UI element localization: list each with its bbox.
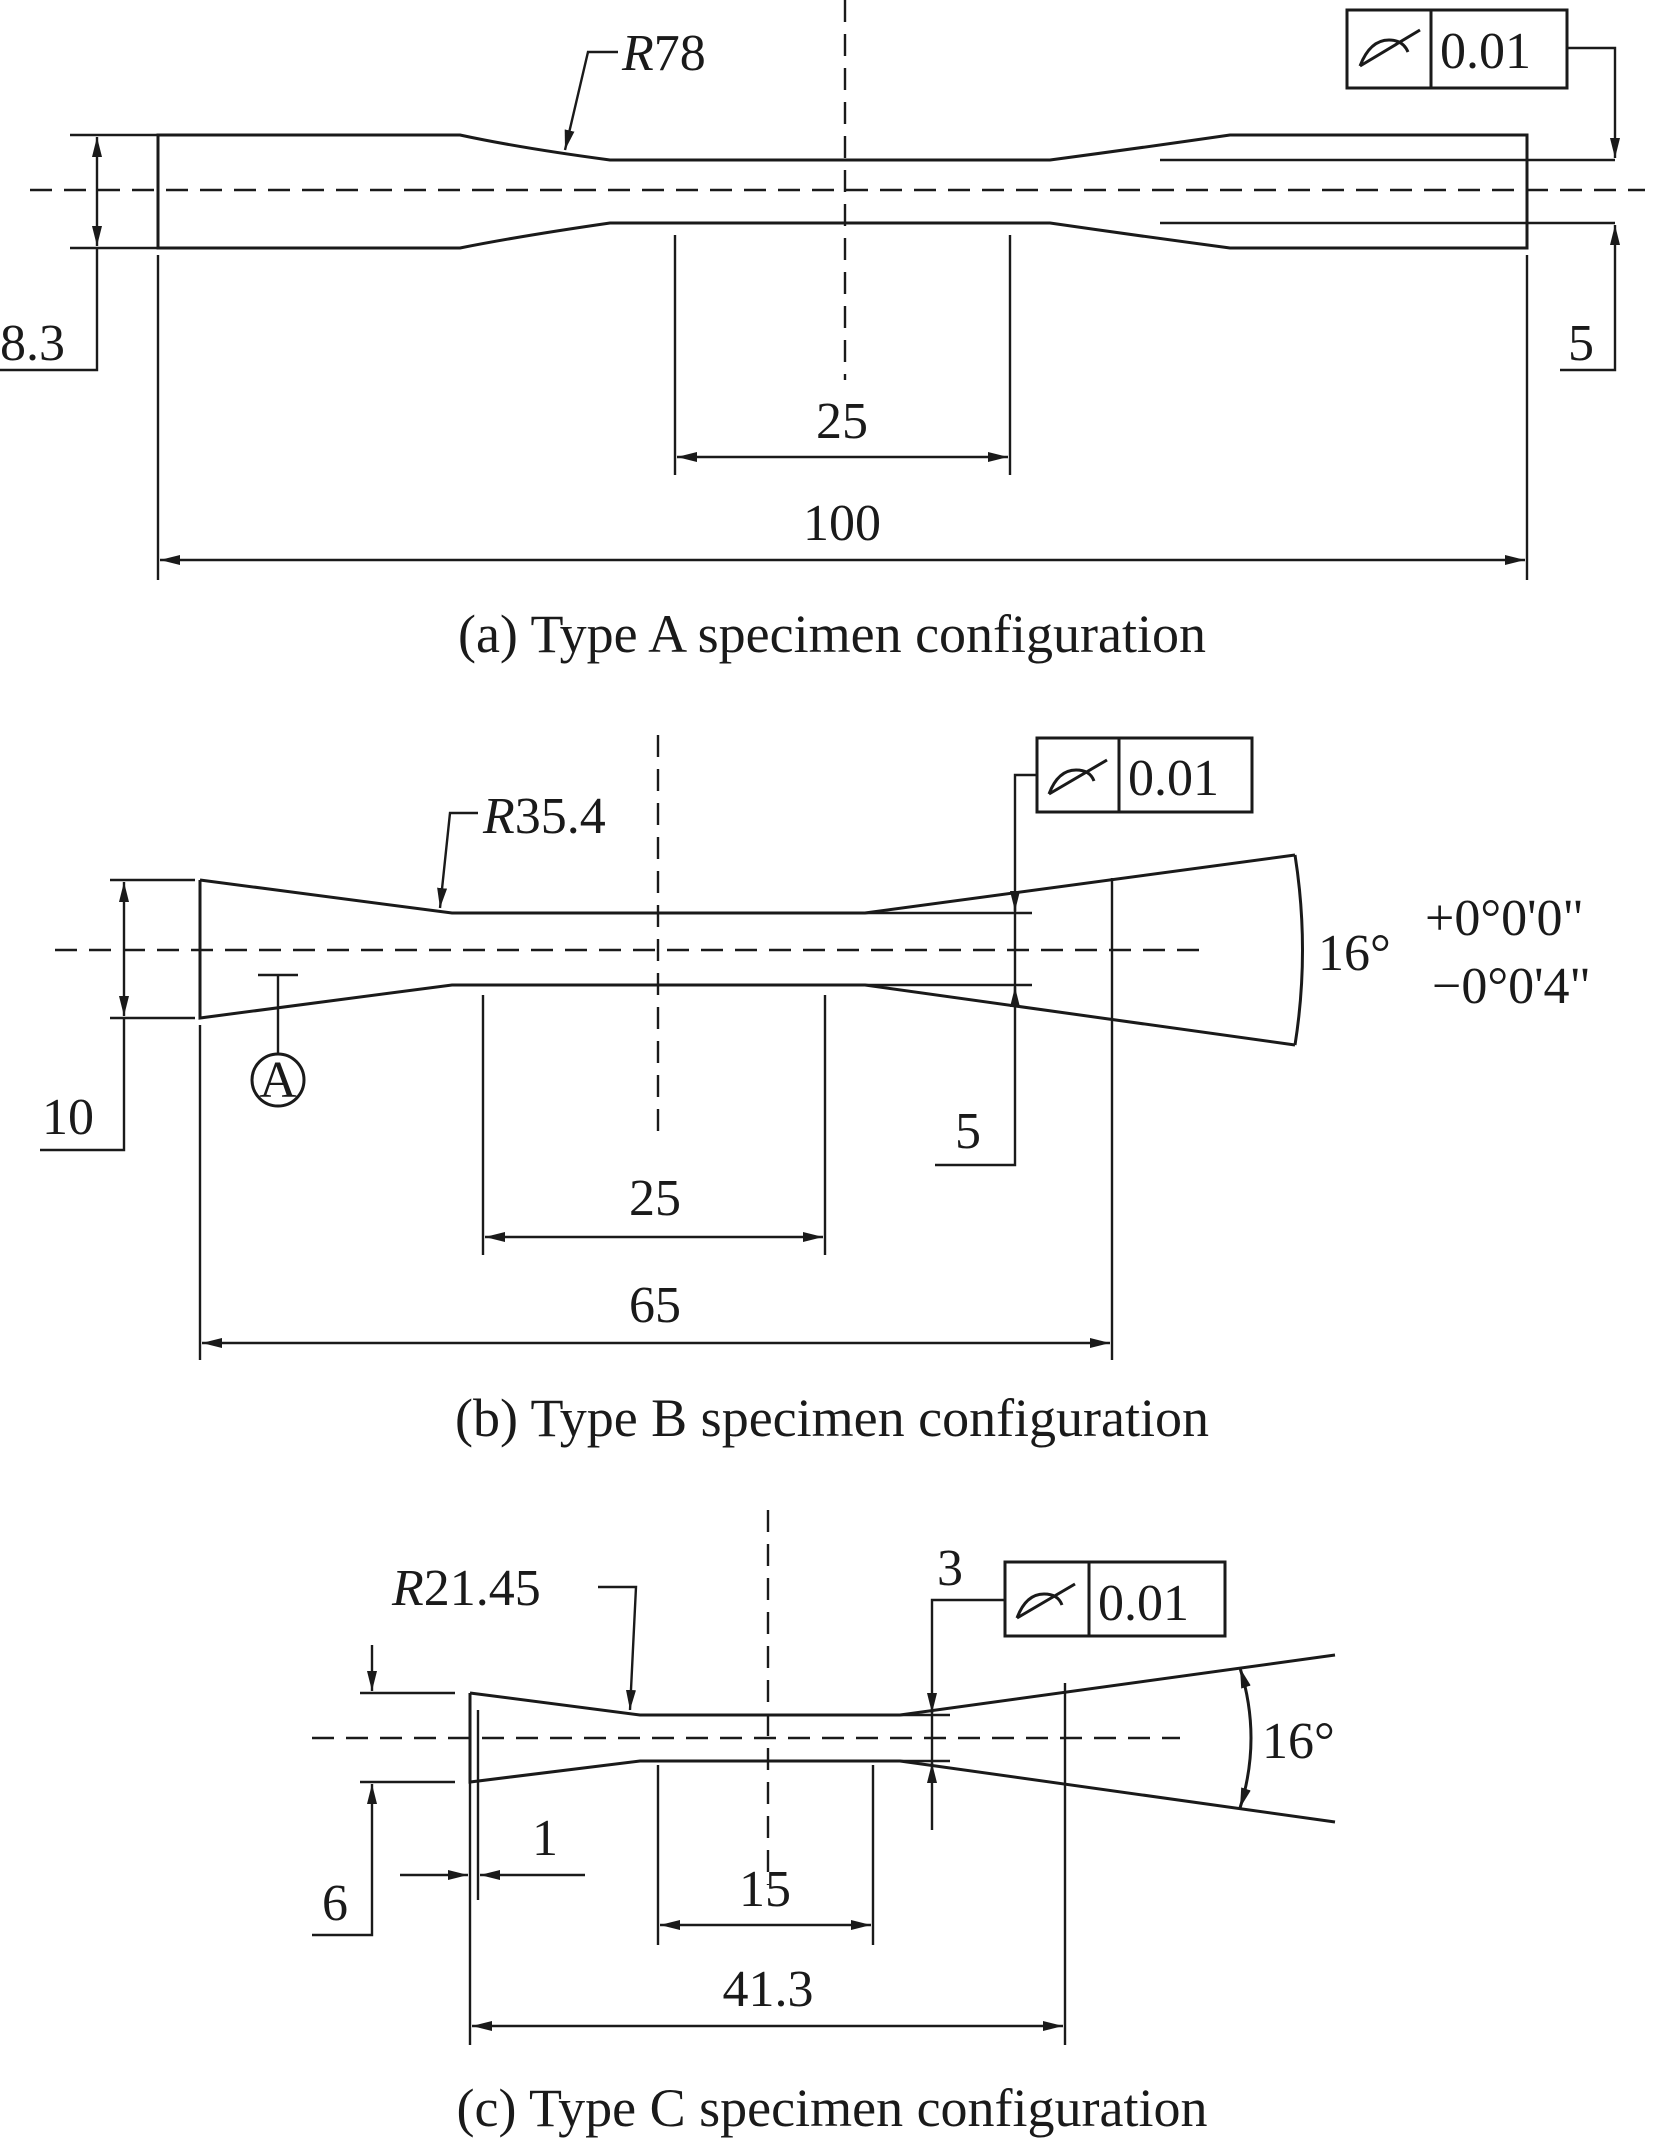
gauge-length-value: 15 xyxy=(739,1861,791,1918)
figure-a: 8.3 R78 0.01 5 25 100 (a) Type A specime… xyxy=(0,0,1645,664)
tolerance-leader xyxy=(1010,773,1037,911)
radius-leader xyxy=(598,1585,638,1711)
gauge-width-leader xyxy=(935,1060,1017,1167)
radius-leader xyxy=(437,811,478,909)
tolerance-leader xyxy=(927,1598,1005,1713)
radius-leader xyxy=(563,50,618,151)
grip-offset-value: 1 xyxy=(532,1810,558,1867)
figure-b: 10 A R35.4 0.01 5 16° +0°0'0" −0°0'4" 25 xyxy=(40,735,1591,1448)
radius-label: R35.4 xyxy=(482,788,606,845)
tolerance-value: 0.01 xyxy=(1440,23,1531,80)
gauge-width-value: 3 xyxy=(937,1540,963,1597)
grip-width-leader xyxy=(40,1018,126,1152)
angle-value: 16° xyxy=(1318,925,1391,982)
grip-width-leader xyxy=(0,248,99,372)
gauge-length-value: 25 xyxy=(816,393,868,450)
profile-of-a-line-symbol xyxy=(1015,1582,1076,1620)
figure-c: 16° R21.45 3 0.01 6 1 xyxy=(312,1510,1336,2138)
angle-arc xyxy=(1238,1667,1253,1809)
specimen-b-outline xyxy=(198,853,1296,1047)
radius-label: R78 xyxy=(621,25,706,82)
angle-tolerance-lower: −0°0'4" xyxy=(1432,958,1591,1015)
grip-width-value: 8.3 xyxy=(0,315,65,372)
angle-value: 16° xyxy=(1262,1713,1335,1770)
gauge-width-value: 5 xyxy=(1568,315,1594,372)
tolerance-value-cell xyxy=(1087,1560,1227,1638)
overall-length-value: 65 xyxy=(629,1277,681,1334)
angle-arc-end xyxy=(1293,854,1304,1046)
datum-circle xyxy=(250,1052,306,1108)
caption-b: (b) Type B specimen configuration xyxy=(455,1388,1209,1448)
caption-c: (c) Type C specimen configuration xyxy=(457,2078,1208,2138)
gauge-width-leader xyxy=(1560,300,1617,372)
grip-width-value: 6 xyxy=(322,1875,348,1932)
specimen-a-outline xyxy=(156,133,1529,250)
profile-of-a-line-symbol xyxy=(1358,28,1421,68)
tolerance-symbol-cell xyxy=(1035,736,1121,814)
grip-width-value: 10 xyxy=(42,1089,94,1146)
radius-label: R21.45 xyxy=(391,1560,541,1617)
gauge-width-value: 5 xyxy=(955,1103,981,1160)
datum-label: A xyxy=(259,1052,297,1109)
tolerance-leader xyxy=(1567,46,1620,158)
gauge-length-value: 25 xyxy=(629,1170,681,1227)
profile-of-a-line-symbol xyxy=(1047,758,1108,796)
tolerance-value: 0.01 xyxy=(1128,750,1219,807)
angle-tolerance-upper: +0°0'0" xyxy=(1425,890,1584,947)
overall-length-value: 100 xyxy=(803,495,881,552)
caption-a: (a) Type A specimen configuration xyxy=(458,604,1206,664)
tolerance-value-cell xyxy=(1117,736,1254,814)
tolerance-value: 0.01 xyxy=(1098,1575,1189,1632)
grip-width-leader xyxy=(312,1830,374,1937)
tolerance-value-cell xyxy=(1429,8,1569,90)
overall-length-value: 41.3 xyxy=(723,1961,814,2018)
